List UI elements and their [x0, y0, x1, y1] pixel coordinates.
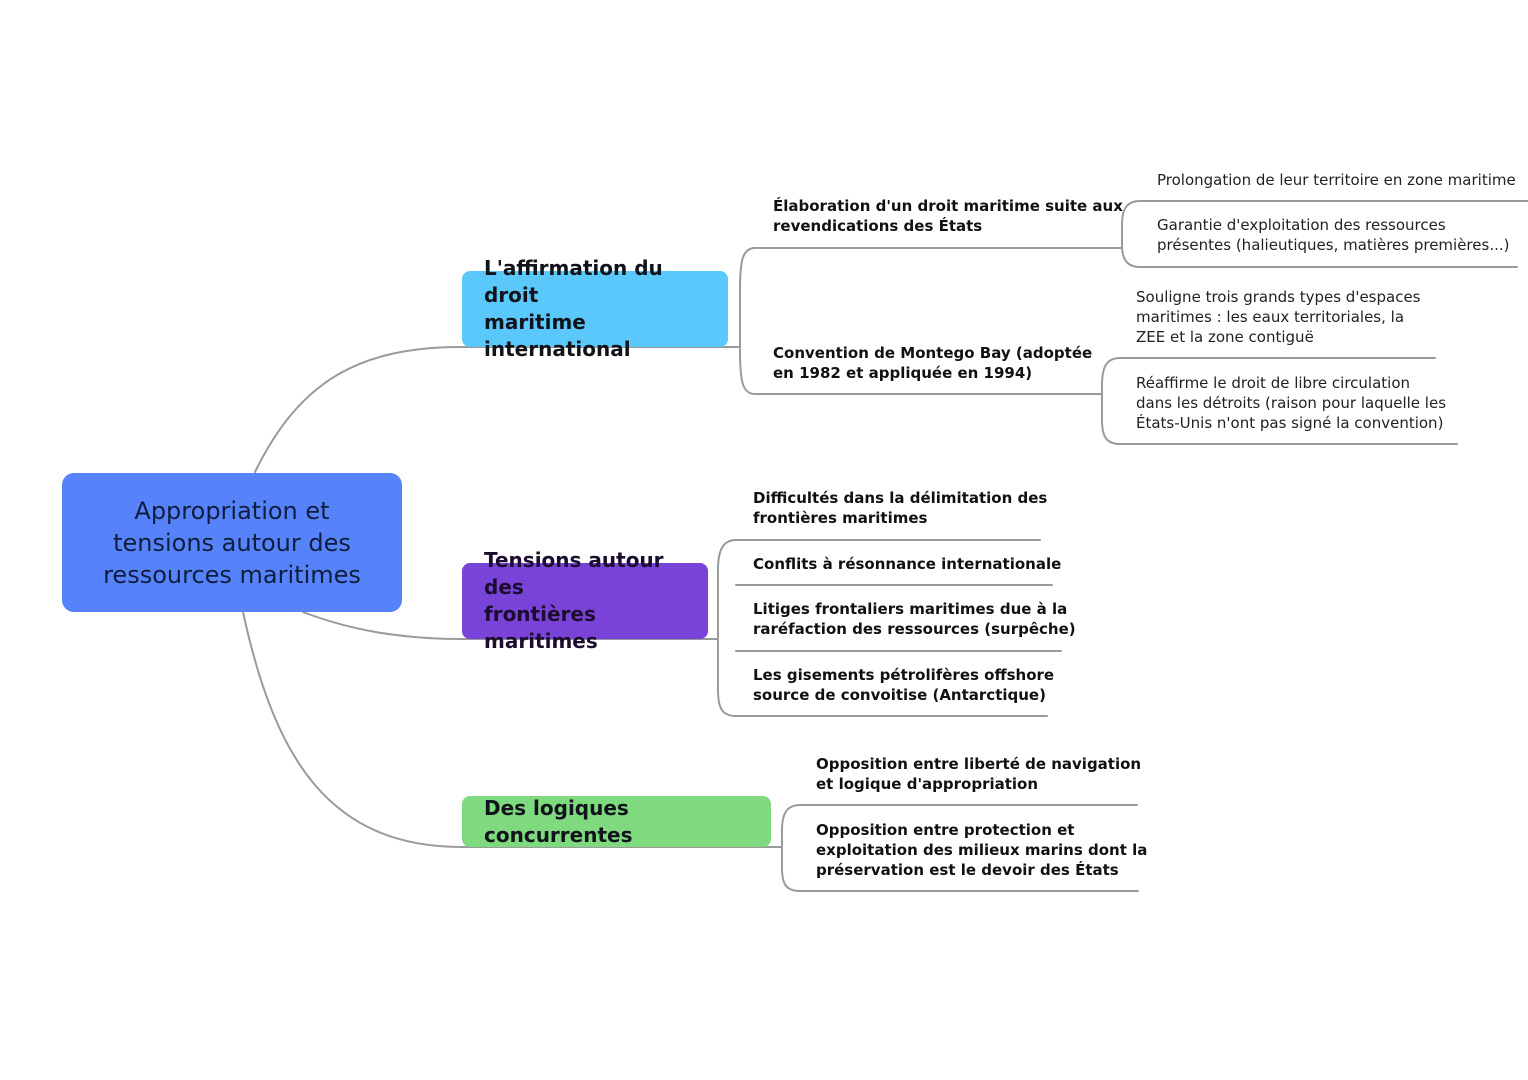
subtopic-line: en 1982 et appliquée en 1994)	[773, 364, 1033, 382]
subtopic-protection-vs-exploitation[interactable]: Opposition entre protection et exploitat…	[816, 820, 1147, 880]
root-topic-line: ressources maritimes	[103, 560, 361, 589]
subtopic-line: raréfaction des ressources (surpêche)	[753, 620, 1076, 638]
connector-root-branch-2	[302, 611, 463, 640]
leaf-line: Garantie d'exploitation des ressources	[1157, 216, 1446, 234]
subtopic-liberte-vs-appropriation[interactable]: Opposition entre liberté de navigation e…	[816, 754, 1141, 794]
leaf-prolongation-territoire[interactable]: Prolongation de leur territoire en zone …	[1157, 170, 1516, 190]
subtopic-line: exploitation des milieux marins dont la	[816, 841, 1148, 859]
subtopic-gisements-petroliferes[interactable]: Les gisements pétrolifères offshore sour…	[753, 665, 1054, 705]
subtopic-line: Opposition entre liberté de navigation	[816, 755, 1142, 773]
subtopic-line: Conflits à résonnance internationale	[753, 555, 1062, 573]
branch-logiques-concurrentes[interactable]: Des logiques concurrentes	[462, 796, 771, 847]
branch-label-line: L'affirmation du droit	[484, 256, 663, 307]
leaf-garantie-exploitation[interactable]: Garantie d'exploitation des ressources p…	[1157, 215, 1509, 255]
subtopic-conflits-internationaux[interactable]: Conflits à résonnance internationale	[753, 554, 1061, 574]
subtopic-convention-montego-bay[interactable]: Convention de Montego Bay (adoptée en 19…	[773, 343, 1092, 383]
root-topic[interactable]: Appropriation et tensions autour des res…	[62, 473, 402, 612]
subtopic-line: Convention de Montego Bay (adoptée	[773, 344, 1093, 362]
leaf-line: ZEE et la zone contiguë	[1136, 328, 1314, 346]
leaf-line: dans les détroits (raison pour laquelle …	[1136, 394, 1447, 412]
branch-label-line: frontières maritimes	[484, 602, 598, 653]
bracket-branch-2	[717, 539, 737, 717]
subtopic-line: revendications des États	[773, 217, 983, 235]
branch-label-line: maritime international	[484, 310, 631, 361]
subtopic-line: et logique d'appropriation	[816, 775, 1039, 793]
bracket-branch-3	[781, 804, 801, 892]
subtopic-elaboration-droit[interactable]: Élaboration d'un droit maritime suite au…	[773, 196, 1123, 236]
connector-root-branch-3	[242, 611, 463, 848]
root-topic-line: Appropriation et	[134, 496, 330, 525]
leaf-line: Réaffirme le droit de libre circulation	[1136, 374, 1411, 392]
leaf-line: Souligne trois grands types d'espaces	[1136, 288, 1421, 306]
leaf-line: États-Unis n'ont pas signé la convention…	[1136, 414, 1444, 432]
bracket-b1-sub1	[1121, 200, 1141, 268]
subtopic-line: source de convoitise (Antarctique)	[753, 686, 1046, 704]
branch-label-line: Tensions autour des	[484, 548, 664, 599]
branch-droit-maritime[interactable]: L'affirmation du droit maritime internat…	[462, 256, 728, 361]
leaf-trois-espaces-maritimes[interactable]: Souligne trois grands types d'espaces ma…	[1136, 287, 1421, 347]
branch-label-line: Des logiques concurrentes	[484, 795, 633, 847]
subtopic-line: Les gisements pétrolifères offshore	[753, 666, 1055, 684]
subtopic-litiges-frontaliers[interactable]: Litiges frontaliers maritimes due à la r…	[753, 599, 1076, 639]
subtopic-difficultes-delimitation[interactable]: Difficultés dans la délimitation des fro…	[753, 488, 1047, 528]
leaf-libre-circulation-detroits[interactable]: Réaffirme le droit de libre circulation …	[1136, 373, 1446, 433]
root-topic-line: tensions autour des	[113, 528, 351, 557]
subtopic-line: Élaboration d'un droit maritime suite au…	[773, 197, 1123, 215]
leaf-line: Prolongation de leur territoire en zone …	[1157, 171, 1516, 189]
subtopic-line: Litiges frontaliers maritimes due à la	[753, 600, 1068, 618]
subtopic-line: frontières maritimes	[753, 509, 928, 527]
branch-tensions-frontieres[interactable]: Tensions autour des frontières maritimes	[462, 548, 708, 653]
leaf-line: maritimes : les eaux territoriales, la	[1136, 308, 1405, 326]
subtopic-line: Opposition entre protection et	[816, 821, 1075, 839]
bracket-branch-1	[739, 247, 756, 395]
subtopic-line: préservation est le devoir des États	[816, 861, 1119, 879]
connector-root-branch-1	[254, 346, 463, 473]
bracket-b1-sub2	[1101, 357, 1121, 445]
leaf-line: présentes (halieutiques, matières premiè…	[1157, 236, 1510, 254]
subtopic-line: Difficultés dans la délimitation des	[753, 489, 1048, 507]
